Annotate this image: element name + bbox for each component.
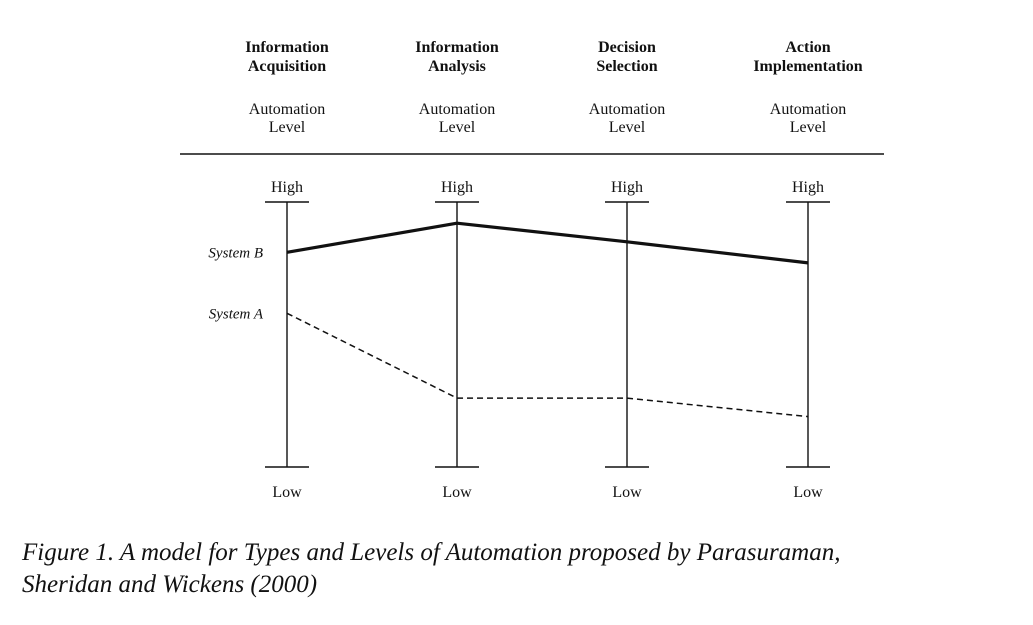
system-a-label: System A [209, 306, 264, 322]
high-label: High [441, 179, 473, 196]
automation-level-line-2: Level [269, 119, 306, 136]
low-label: Low [612, 484, 642, 501]
high-label: High [271, 179, 303, 196]
automation-level-line-1: Automation [249, 101, 325, 118]
figure-caption: Figure 1. A model for Types and Levels o… [22, 537, 1022, 601]
stage-title-line-2: Analysis [428, 58, 486, 75]
stage-title-line-2: Acquisition [248, 58, 326, 75]
automation-level-line-2: Level [439, 119, 476, 136]
low-label: Low [442, 484, 472, 501]
automation-level-line-1: Automation [419, 101, 495, 118]
low-label: Low [793, 484, 823, 501]
automation-level-line-2: Level [790, 119, 827, 136]
stage-title-line-2: Selection [596, 58, 657, 75]
caption-line-1: Figure 1. A model for Types and Levels o… [22, 539, 841, 566]
system-b-line [286, 221, 809, 265]
system-a-line [286, 312, 809, 418]
stage-title-line-1: Action [785, 39, 830, 56]
automation-level-line-1: Automation [589, 101, 665, 118]
high-label: High [611, 179, 643, 196]
stage-title-line-1: Decision [598, 39, 656, 56]
low-label: Low [272, 484, 302, 501]
stage-title-line-1: Information [415, 39, 499, 56]
system-b-label: System B [208, 245, 263, 261]
automation-level-line-2: Level [609, 119, 646, 136]
stage-title-line-2: Implementation [753, 58, 862, 75]
stage-title-line-1: Information [245, 39, 329, 56]
automation-level-line-1: Automation [770, 101, 846, 118]
caption-line-2: Sheridan and Wickens (2000) [22, 571, 318, 598]
high-label: High [792, 179, 824, 196]
